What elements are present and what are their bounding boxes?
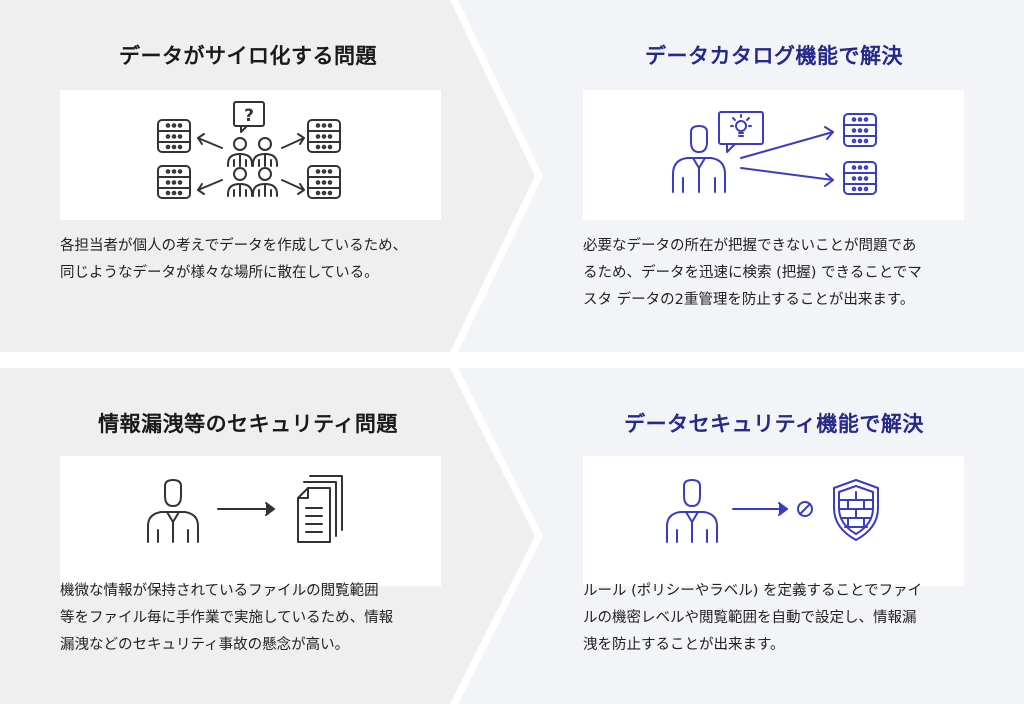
- arrow-icon: [197, 133, 305, 195]
- silo-illustration-card: ?: [60, 90, 441, 220]
- database-icon: [307, 165, 341, 199]
- solution-title-catalog: データカタログ機能で解決: [645, 44, 903, 68]
- database-icon: [843, 113, 877, 147]
- solution-description-catalog: 必要なデータの所在が把握できないことが問題であ るため、データを迅速に検索 (把…: [583, 238, 922, 308]
- database-icon: [157, 119, 191, 153]
- person-icon: [147, 479, 199, 543]
- problem-description-silo: 各担当者が個人の考えでデータを作成しているため、 同じようなデータが様々な場所に…: [60, 238, 408, 281]
- person-icon: [227, 167, 253, 197]
- problem-description-security: 機微な情報が保持されているファイルの閲覧範囲 等をファイル毎に手作業で実施してい…: [60, 583, 394, 653]
- lightbulb-bubble-icon: [718, 111, 764, 153]
- problem-title-security: 情報漏洩等のセキュリティ問題: [98, 412, 398, 436]
- documents-icon: [297, 475, 343, 543]
- problem-title-silo: データがサイロ化する問題: [119, 44, 377, 68]
- database-icon: [307, 119, 341, 153]
- security-solution-illustration-card: [583, 456, 964, 586]
- arrow-icon: [732, 502, 788, 516]
- prohibited-icon: [797, 501, 813, 517]
- arrow-icon: [740, 126, 834, 187]
- security-problem-illustration-card: [60, 456, 441, 586]
- database-icon: [843, 161, 877, 195]
- arrow-icon: [217, 502, 275, 516]
- solution-title-security: データセキュリティ機能で解決: [624, 412, 924, 436]
- person-icon: [672, 125, 726, 193]
- svg-text:?: ?: [244, 106, 254, 126]
- person-icon: [252, 167, 278, 197]
- solution-description-security: ルール (ポリシーやラベル) を定義することでファイ ルの機密レベルや閲覧範囲を…: [583, 583, 923, 653]
- question-bubble-icon: ?: [233, 101, 265, 133]
- shield-icon: [833, 479, 879, 541]
- person-icon: [252, 137, 278, 167]
- database-icon: [157, 165, 191, 199]
- person-icon: [666, 479, 718, 543]
- person-icon: [227, 137, 253, 167]
- catalog-illustration-card: [583, 90, 964, 220]
